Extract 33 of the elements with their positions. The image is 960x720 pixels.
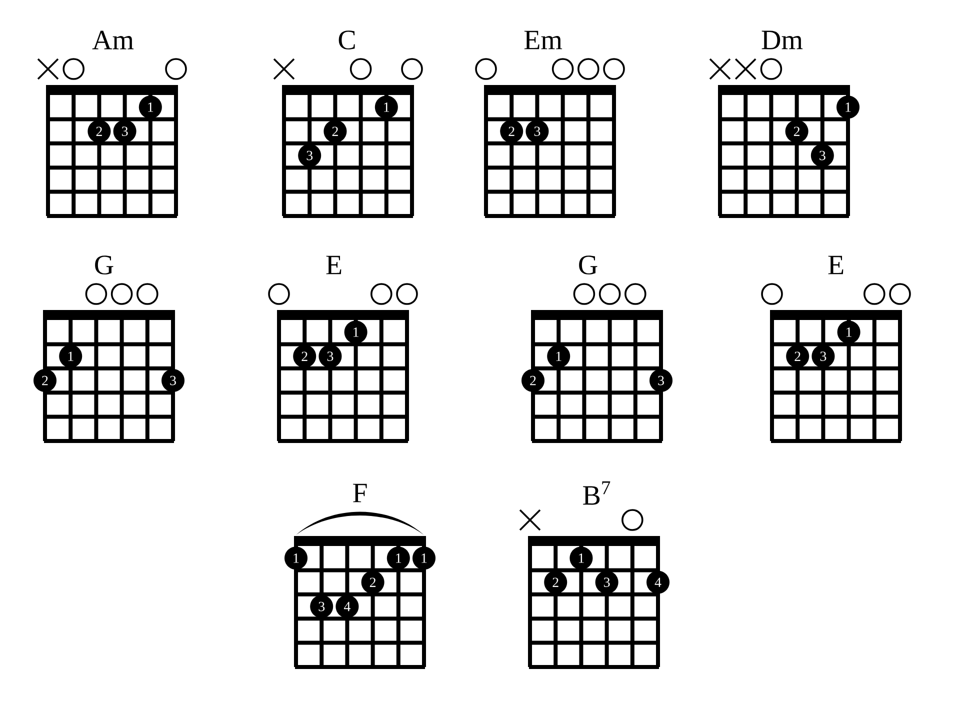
chord-name: E (326, 256, 342, 274)
chord-name: B$^{7}$ (583, 481, 610, 505)
chord-name: G (579, 256, 598, 274)
node-label: 4 (654, 578, 662, 587)
node-label: 1 (556, 352, 562, 361)
node-label: 2 (332, 126, 338, 136)
node-label: 3 (122, 126, 128, 136)
node-label: 2 (508, 126, 514, 136)
node-label: 2 (794, 126, 800, 136)
node-label: 2 (552, 578, 558, 587)
node-label: 2 (42, 376, 48, 386)
chord-name: E (828, 256, 844, 274)
node-label: 3 (820, 352, 826, 361)
node-label: 1 (422, 554, 427, 563)
node-label: 1 (294, 554, 299, 563)
node-label: 2 (794, 352, 800, 361)
node-label: 3 (170, 376, 176, 386)
node-label: 3 (327, 352, 334, 361)
node-label: 1 (846, 102, 851, 112)
node-label: 3 (658, 376, 664, 386)
chord-name: C (338, 30, 355, 50)
node-label: 3 (604, 578, 610, 587)
node-label: 2 (302, 352, 308, 361)
node-label: 3 (534, 126, 540, 136)
node-label: 2 (530, 376, 536, 386)
chord-name: Am (92, 30, 134, 50)
node-label: 1 (68, 352, 74, 361)
chord-name: Em (524, 30, 562, 50)
node-label: 2 (370, 578, 376, 587)
chord-name: Dm (762, 30, 803, 50)
chord-name: G (95, 256, 114, 274)
node-label: 2 (96, 126, 102, 136)
chord-name: F (353, 484, 367, 502)
